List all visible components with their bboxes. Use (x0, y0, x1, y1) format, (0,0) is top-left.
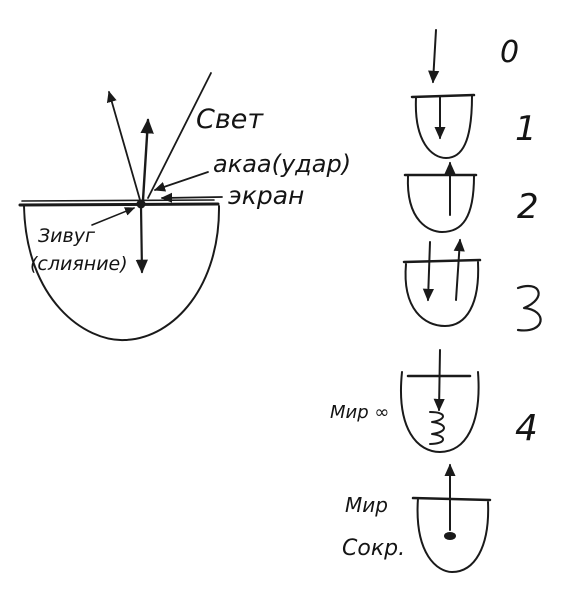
stage-3-screen (402, 258, 482, 264)
stage-3-up-arrow (453, 238, 465, 301)
label-zivug: Зивуг (38, 225, 96, 247)
step-number-0: 0 (500, 35, 519, 70)
label-mir: Мир (345, 493, 388, 517)
stage-2-vessel (406, 175, 475, 233)
zivug-pointer-arrow (91, 207, 136, 226)
screen-line-double (21, 199, 215, 202)
stage-2: 2 (403, 161, 539, 233)
step-number-4: 4 (515, 408, 538, 449)
stage-restriction: Мир Сокр. (342, 463, 492, 573)
step-number-1: 1 (515, 109, 537, 149)
stage-1: 1 (410, 93, 537, 159)
stage-1-vessel (414, 95, 473, 159)
label-mir-infinity: Мир ∞ (330, 402, 389, 423)
down-arrow (135, 204, 148, 274)
reflected-ray-arrow (106, 90, 141, 201)
stage-4: Мир ∞ 4 (330, 349, 538, 453)
stage-0-down-arrow (428, 29, 440, 84)
step-number-2: 2 (517, 187, 539, 227)
akaa-pointer-arrow (153, 171, 209, 192)
up-arrow (140, 118, 154, 202)
label-akaa: акаа(удар) (213, 150, 351, 178)
light-ray (147, 72, 212, 199)
contact-point (136, 199, 146, 209)
stage-3: 3 (0, 0, 542, 332)
step-number-3: 3 (0, 0, 1, 1)
stage-4-vessel (400, 371, 480, 453)
label-light: Свет (196, 104, 264, 135)
stage-1-screen (410, 93, 476, 99)
main-vessel-diagram: Свет акаа(удар) экран Зивуг (слияние) (18, 72, 351, 342)
stage-4-down-arrow (433, 349, 445, 412)
screen-pointer-arrow (160, 192, 223, 203)
step-number-3-glyph (516, 285, 542, 332)
stage-4-zigzag (429, 411, 445, 445)
stage-5-vessel (416, 497, 490, 573)
stage-0: 0 (428, 29, 519, 84)
stage-3-vessel (404, 261, 480, 327)
label-screen: экран (228, 181, 304, 210)
screen-line (18, 202, 220, 207)
vessel-bowl (23, 205, 221, 342)
stage-3-down-arrow (422, 241, 434, 302)
stage-5-point (444, 532, 456, 540)
label-sokr: Сокр. (342, 536, 405, 561)
stage-5-screen (411, 496, 492, 502)
label-merge: (слияние) (30, 253, 128, 275)
